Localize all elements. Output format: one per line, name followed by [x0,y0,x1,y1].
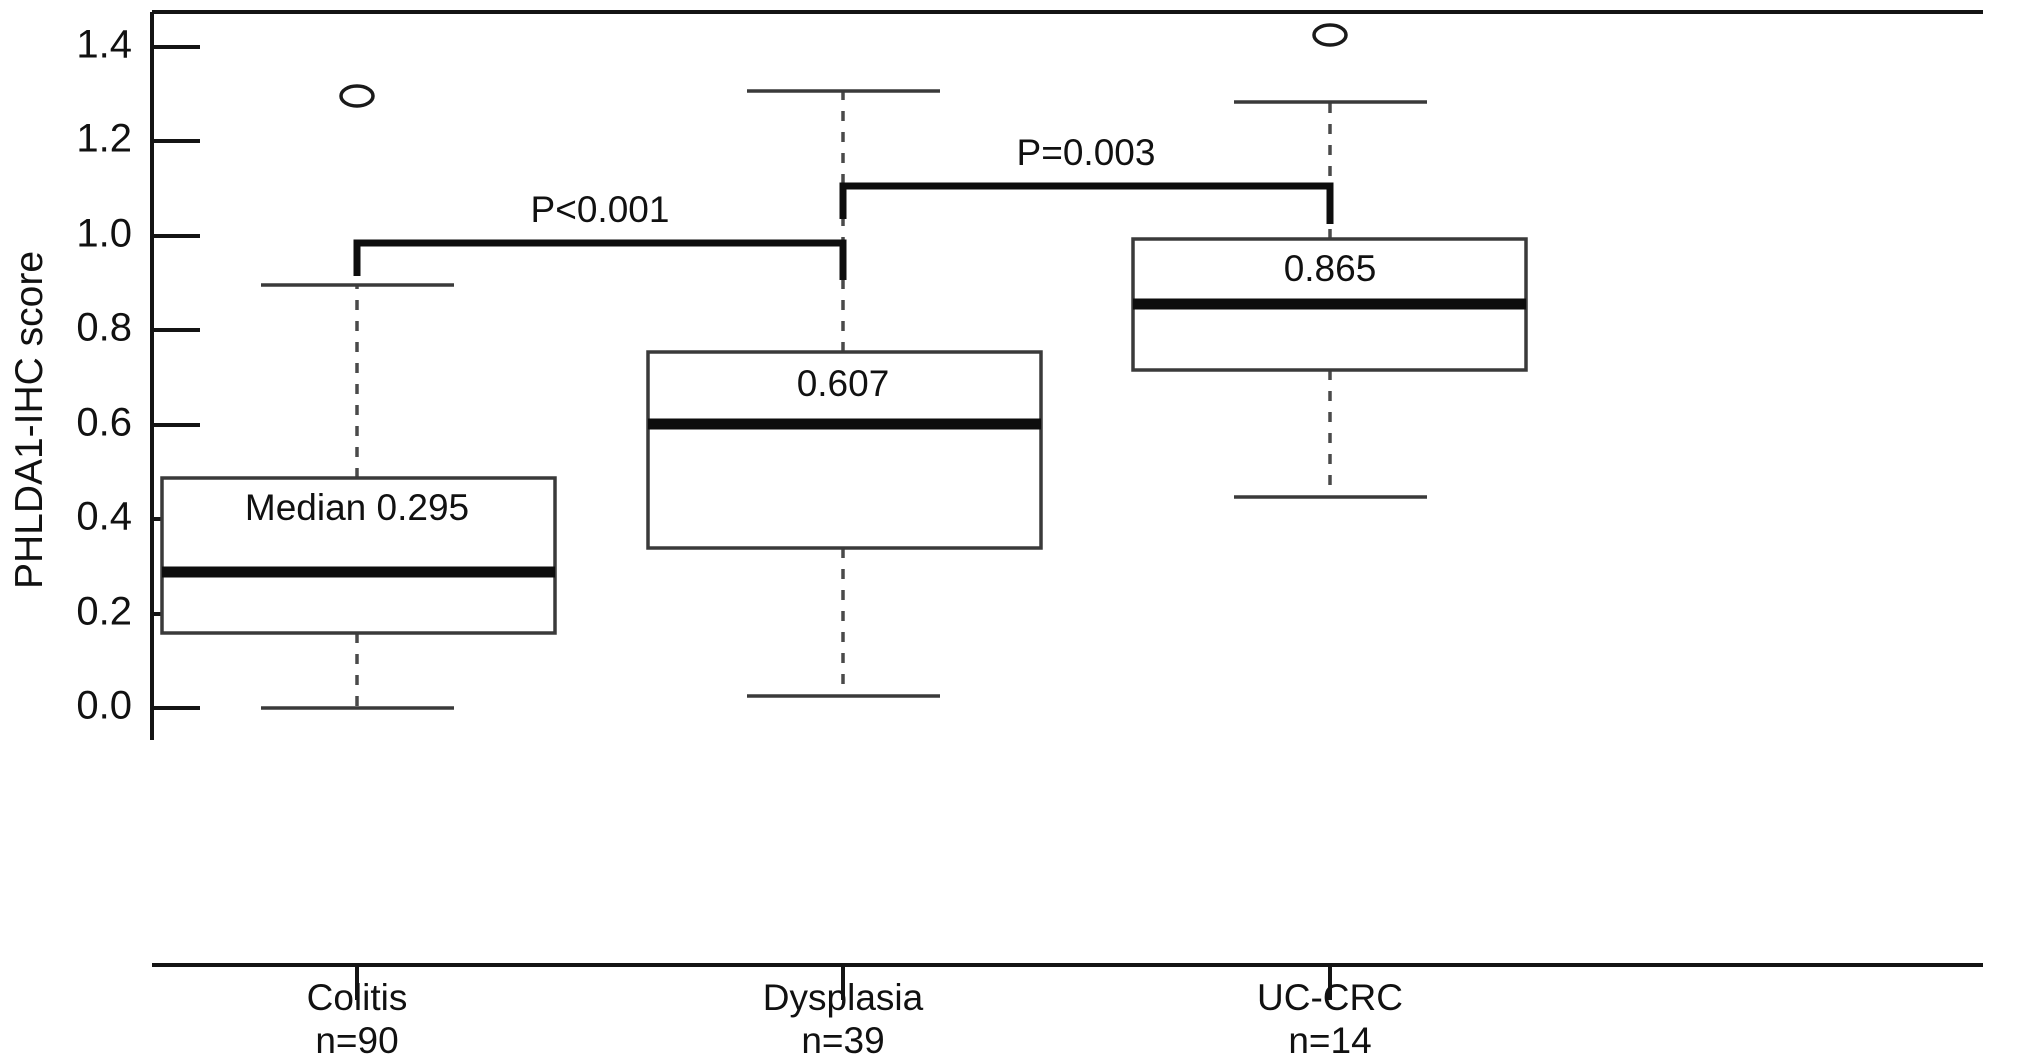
y-tick-label-1.0: 1.0 [76,212,132,256]
y-tick-label-1.2: 1.2 [76,117,132,161]
y-tick-label-0.6: 0.6 [76,401,132,445]
y-tick-label-0.8: 0.8 [76,306,132,350]
y-tick-label-0.4: 0.4 [76,495,132,539]
bracket-path-2 [839,182,1334,224]
significance-bracket-dysplasia-uccrc: P=0.003 [839,132,1334,224]
uccrc-outlier-point [1312,23,1348,47]
x-label-dysplasia-name: Dysplasia [763,977,924,1018]
x-label-colitis-count: n=90 [315,1020,398,1061]
pvalue-label-colitis-dysplasia: P<0.001 [531,189,670,230]
x-label-uccrc-name: UC-CRC [1257,977,1403,1018]
dysplasia-median-label: 0.607 [797,363,890,404]
y-axis-tick-labels: 1.4 1.2 1.0 0.8 0.6 0.4 0.2 0.0 [76,23,132,728]
dysplasia-box [646,350,1043,550]
bracket-path-1 [353,239,847,280]
x-label-colitis-name: Colitis [307,977,408,1018]
boxplot-group-colitis: Median 0.295 [160,84,557,710]
y-axis-title: PHLDA1-IHC score [8,251,51,589]
significance-bracket-colitis-dysplasia: P<0.001 [353,189,847,280]
boxplot-group-uccrc: 0.865 [1131,23,1528,499]
x-label-uccrc-count: n=14 [1288,1020,1371,1061]
plot-frame [150,10,1983,967]
colitis-median-label: Median 0.295 [245,487,469,528]
colitis-outlier-point [339,84,375,108]
y-tick-label-0.2: 0.2 [76,590,132,634]
colitis-box [160,476,557,635]
y-tick-label-0.0: 0.0 [76,684,132,728]
y-tick-label-1.4: 1.4 [76,23,132,67]
pvalue-label-dysplasia-uccrc: P=0.003 [1017,132,1156,173]
x-axis-ticks [355,965,1332,1000]
uccrc-median-label: 0.865 [1284,248,1377,289]
x-axis-labels: Colitis n=90 Dysplasia n=39 UC-CRC n=14 [307,977,1403,1061]
x-label-dysplasia-count: n=39 [801,1020,884,1061]
boxplot-group-dysplasia: 0.607 [646,89,1043,698]
